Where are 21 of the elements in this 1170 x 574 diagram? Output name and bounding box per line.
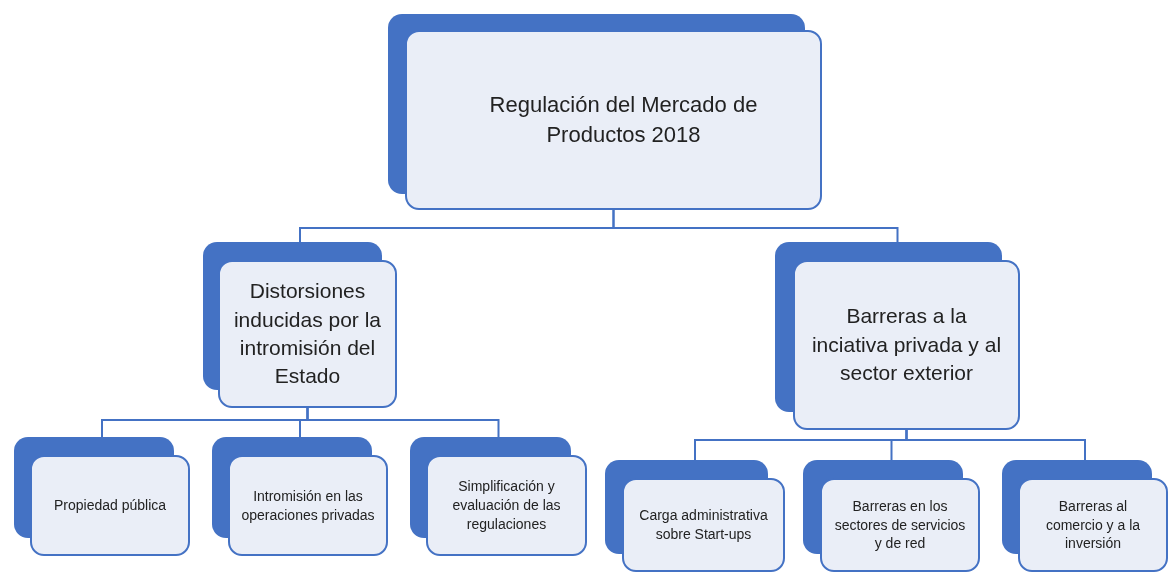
connector-line <box>306 407 500 438</box>
box-label: Barreras en los sectores de servicios y de red <box>833 496 967 554</box>
box-label: Barreras al comercio y a la inversión <box>1044 496 1142 554</box>
stacked-box <box>1002 460 1168 572</box>
stacked-box <box>803 460 980 572</box>
box-label: Distorsiones inducidas por la intromisión del Estado <box>232 278 383 390</box>
stacked-box <box>14 437 190 556</box>
stacked-box <box>605 460 785 572</box>
stacked-box <box>410 437 587 556</box>
connector-line <box>905 429 1086 461</box>
connector-line <box>612 209 899 243</box>
stacked-box <box>388 14 822 210</box>
stacked-box <box>212 437 388 556</box>
box-label: Regulación del Mercado de Productos 2018 <box>488 91 759 149</box>
stacked-box <box>203 242 397 408</box>
box-label: Simplificación y evaluación de las regulaciones <box>451 477 562 534</box>
box-label: Carga administrativa sobre Start-ups <box>638 506 769 544</box>
stacked-box <box>775 242 1020 430</box>
box-label: Intromisión en las operaciones privadas <box>240 486 376 525</box>
box-label: Propiedad pública <box>53 496 167 515</box>
box-label: Barreras a la inciativa privada y al sector exterior <box>810 303 1003 387</box>
